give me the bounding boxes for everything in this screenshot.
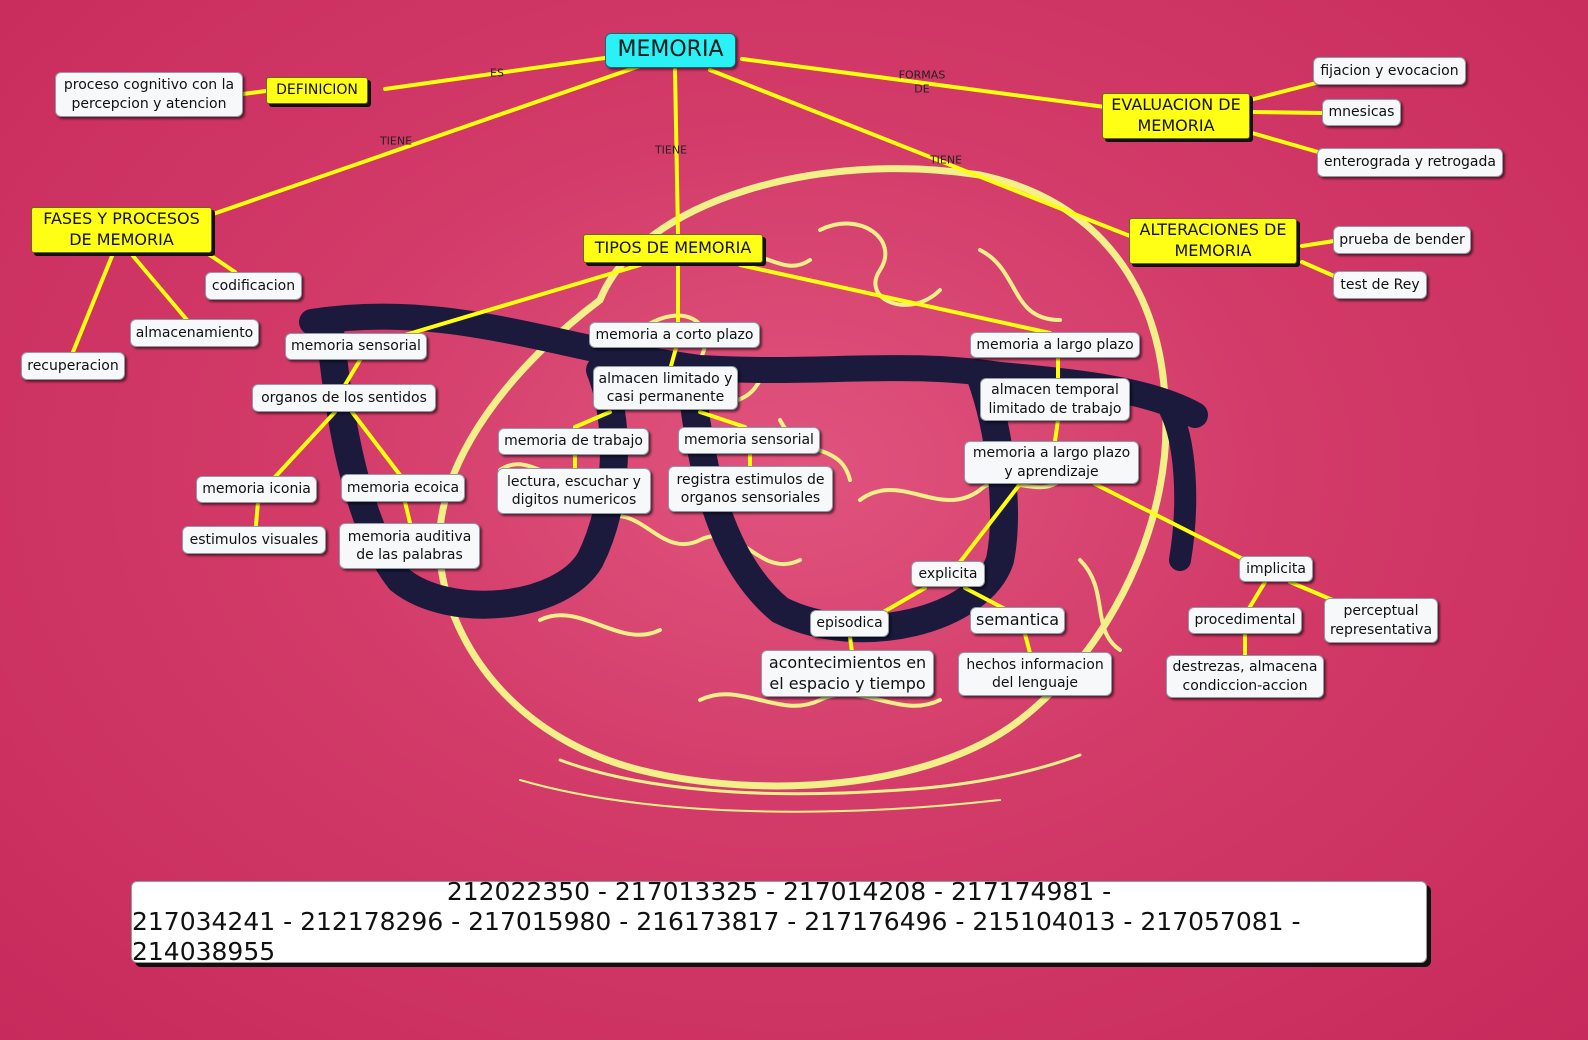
node-fijacion[interactable]: fijacion y evocacion [1313,57,1466,85]
node-largo-plazo[interactable]: memoria a largo plazo [970,332,1140,358]
brain-fold [698,692,942,708]
node-memoria-sensorial-2[interactable]: memoria sensorial [678,427,820,454]
node-recuperacion[interactable]: recuperacion [21,352,125,380]
node-procedimental[interactable]: procedimental [1188,607,1302,634]
node-corto-plazo[interactable]: memoria a corto plazo [589,322,760,348]
node-organos[interactable]: organos de los sentidos [252,384,436,412]
brain-fold [858,478,1062,502]
node-visuales[interactable]: estimulos visuales [182,526,326,554]
node-definicion[interactable]: DEFINICION [266,77,368,104]
link-label-es: ES [490,66,504,80]
brain-fold [978,248,1062,322]
node-alteraciones[interactable]: ALTERACIONES DE MEMORIA [1129,218,1297,264]
node-destrezas[interactable]: destrezas, almacena condiccion-accion [1166,655,1324,698]
brain-fold [558,753,1082,796]
node-ecoica[interactable]: memoria ecoica [341,474,465,502]
node-mnesicas[interactable]: mnesicas [1322,99,1401,126]
node-memoria[interactable]: MEMORIA [605,33,736,68]
node-almacen-temporal[interactable]: almacen temporal limitado de trabajo [980,378,1130,421]
node-almacenamiento[interactable]: almacenamiento [130,319,259,347]
node-rey[interactable]: test de Rey [1333,271,1427,299]
node-fases[interactable]: FASES Y PROCESOS DE MEMORIA [31,207,212,253]
brain-fold [598,513,802,567]
glasses-temple-arm [1159,399,1197,571]
node-iconia[interactable]: memoria iconia [196,476,317,503]
student-ids-line-2: 217034241 - 212178296 - 217015980 - 2161… [132,907,1301,966]
node-almacen-limitado[interactable]: almacen limitado y casi permanente [593,366,738,410]
node-enterograda[interactable]: enterograda y retrogada [1317,148,1503,177]
node-explicita[interactable]: explicita [911,561,985,587]
node-hechos[interactable]: hechos informacion del lenguaje [958,652,1112,696]
student-ids-line-1: 212022350 - 217013325 - 217014208 - 2171… [446,877,1112,906]
node-bender[interactable]: prueba de bender [1333,226,1471,254]
node-episodica[interactable]: episodica [810,610,889,637]
brain-fold [519,779,1001,813]
node-auditiva[interactable]: memoria auditiva de las palabras [339,523,480,569]
brain-fold [538,613,662,637]
node-semantica[interactable]: semantica [970,607,1065,634]
brain-fold [1078,558,1122,652]
node-acontecimientos[interactable]: acontecimientos en el espacio y tiempo [761,650,934,697]
node-registra[interactable]: registra estimulos de organos sensoriale… [668,466,833,512]
brain-fold [818,221,942,307]
node-memoria-sensorial[interactable]: memoria sensorial [285,333,427,360]
node-codificacion[interactable]: codificacion [205,272,302,300]
student-ids-box: 212022350 - 217013325 - 217014208 - 2171… [131,877,1427,966]
node-memoria-trabajo[interactable]: memoria de trabajo [498,428,649,455]
link-label-tiene-tipos: TIENE [654,143,688,157]
node-largo-aprendizaje[interactable]: memoria a largo plazo y aprendizaje [964,441,1139,484]
link-label-tiene-alteraciones: TIENE [929,153,963,167]
node-lectura[interactable]: lectura, escuchar y digitos numericos [497,468,651,514]
link-label-tiene-fases: TIENE [379,134,413,148]
node-perceptual[interactable]: perceptual representativa [1324,598,1438,643]
node-implicita[interactable]: implicita [1239,556,1313,582]
link-label-formas-de: FORMAS DE [898,68,946,96]
node-tipos[interactable]: TIPOS DE MEMORIA [583,234,763,263]
node-definicion-text[interactable]: proceso cognitivo con la percepcion y at… [55,72,243,117]
node-evaluacion[interactable]: EVALUACION DE MEMORIA [1102,93,1250,139]
